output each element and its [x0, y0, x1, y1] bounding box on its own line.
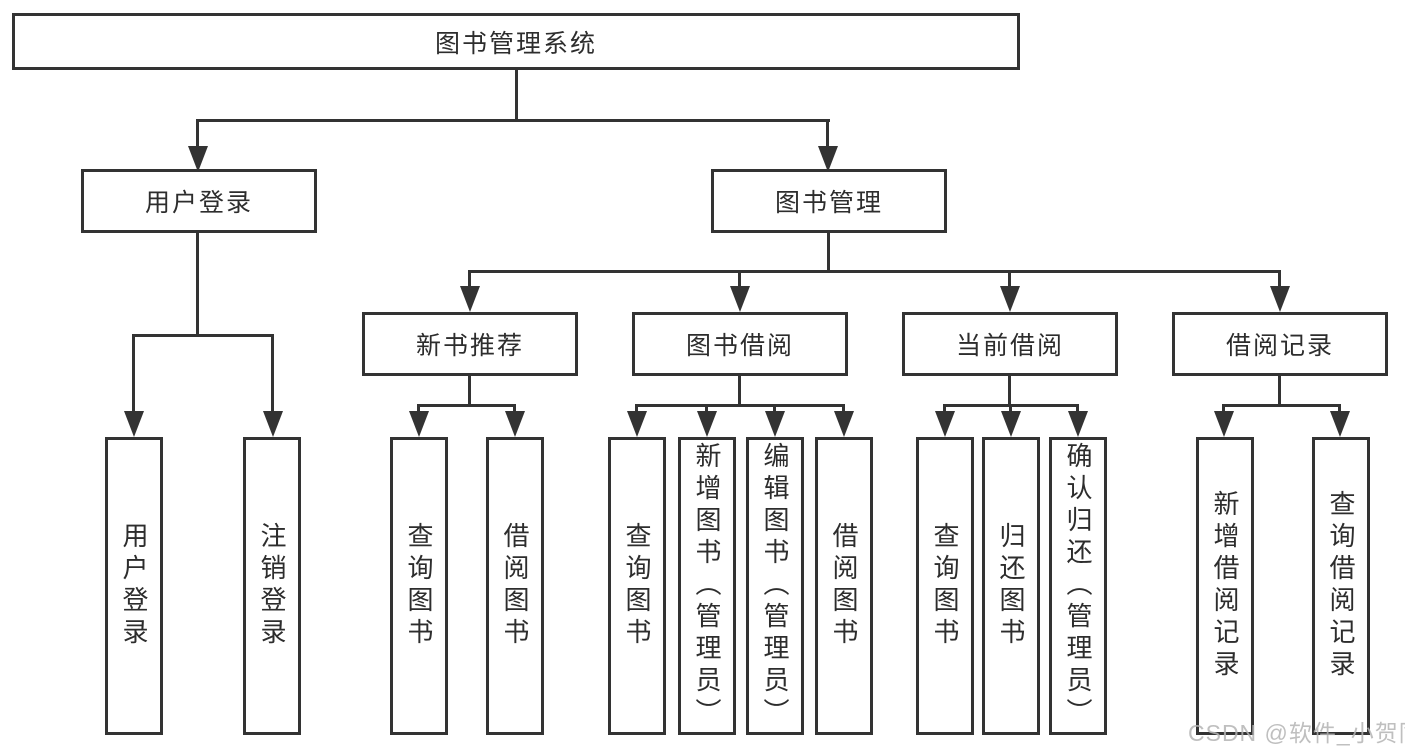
connector-hline [468, 270, 1281, 273]
connector-vline [826, 119, 829, 151]
leaf-recommend-query-books: 查询图书 [390, 437, 448, 735]
arrow-down-icon [627, 411, 647, 437]
arrow-down-icon [505, 411, 525, 437]
arrow-down-icon [765, 411, 785, 437]
arrow-down-icon [1068, 411, 1088, 437]
connector-vline [468, 270, 471, 290]
connector-vline [1278, 375, 1281, 407]
arrow-down-icon [834, 411, 854, 437]
leaf-user-login: 用户登录 [105, 437, 163, 735]
leaf-borrowing-edit-books-admin: 编辑图书（管理员） [746, 437, 804, 735]
connector-vline [1338, 404, 1341, 416]
leaf-records-add-borrow-record: 新增借阅记录 [1196, 437, 1254, 735]
node-borrowing-records: 借阅记录 [1172, 312, 1388, 376]
arrow-down-icon [124, 411, 144, 437]
connector-vline [1278, 270, 1281, 290]
connector-hline [196, 119, 830, 122]
connector-vline [513, 404, 516, 416]
connector-vline [468, 375, 471, 407]
connector-vline [1222, 404, 1225, 416]
arrow-down-icon [697, 411, 717, 437]
arrow-down-icon [1000, 286, 1020, 312]
connector-vline [842, 404, 845, 416]
leaf-borrowing-add-books-admin: 新增图书（管理员） [678, 437, 736, 735]
arrow-down-icon [1330, 411, 1350, 437]
connector-vline [773, 404, 776, 416]
connector-hline [1222, 404, 1341, 407]
connector-vline [515, 69, 518, 121]
leaf-records-query-borrow-record: 查询借阅记录 [1312, 437, 1370, 735]
connector-vline [827, 233, 830, 273]
node-user-login: 用户登录 [81, 169, 317, 233]
node-book-borrowing: 图书借阅 [632, 312, 848, 376]
node-book-management: 图书管理 [711, 169, 947, 233]
connector-vline [132, 334, 135, 416]
connector-hline [132, 334, 274, 337]
node-root-library-management-system: 图书管理系统 [12, 13, 1020, 70]
csdn-watermark: CSDN @软件_小贺同学 [1188, 720, 1405, 746]
connector-vline [738, 270, 741, 290]
connector-vline [271, 334, 274, 416]
arrow-down-icon [1270, 286, 1290, 312]
connector-vline [738, 375, 741, 407]
arrow-down-icon [935, 411, 955, 437]
connector-vline [1008, 270, 1011, 290]
arrow-down-icon [1001, 411, 1021, 437]
connector-vline [705, 404, 708, 416]
leaf-borrowing-borrow-books: 借阅图书 [815, 437, 873, 735]
leaf-borrowing-query-books: 查询图书 [608, 437, 666, 735]
arrow-down-icon [460, 286, 480, 312]
node-current-borrowing: 当前借阅 [902, 312, 1118, 376]
arrow-down-icon [730, 286, 750, 312]
connector-hline [635, 404, 845, 407]
arrow-down-icon [188, 146, 208, 172]
connector-vline [196, 119, 199, 151]
connector-vline [1076, 404, 1079, 416]
connector-hline [417, 404, 516, 407]
leaf-current-return-books: 归还图书 [982, 437, 1040, 735]
connector-vline [943, 404, 946, 416]
leaf-current-query-books: 查询图书 [916, 437, 974, 735]
connector-vline [417, 404, 420, 416]
leaf-current-confirm-return-admin: 确认归还（管理员） [1049, 437, 1107, 735]
arrow-down-icon [1214, 411, 1234, 437]
leaf-recommend-borrow-books: 借阅图书 [486, 437, 544, 735]
node-new-book-recommendation: 新书推荐 [362, 312, 578, 376]
arrow-down-icon [263, 411, 283, 437]
connector-vline [1008, 375, 1011, 407]
leaf-logout: 注销登录 [243, 437, 301, 735]
arrow-down-icon [409, 411, 429, 437]
connector-vline [1009, 404, 1012, 416]
connector-vline [196, 233, 199, 336]
connector-vline [635, 404, 638, 416]
arrow-down-icon [818, 146, 838, 172]
